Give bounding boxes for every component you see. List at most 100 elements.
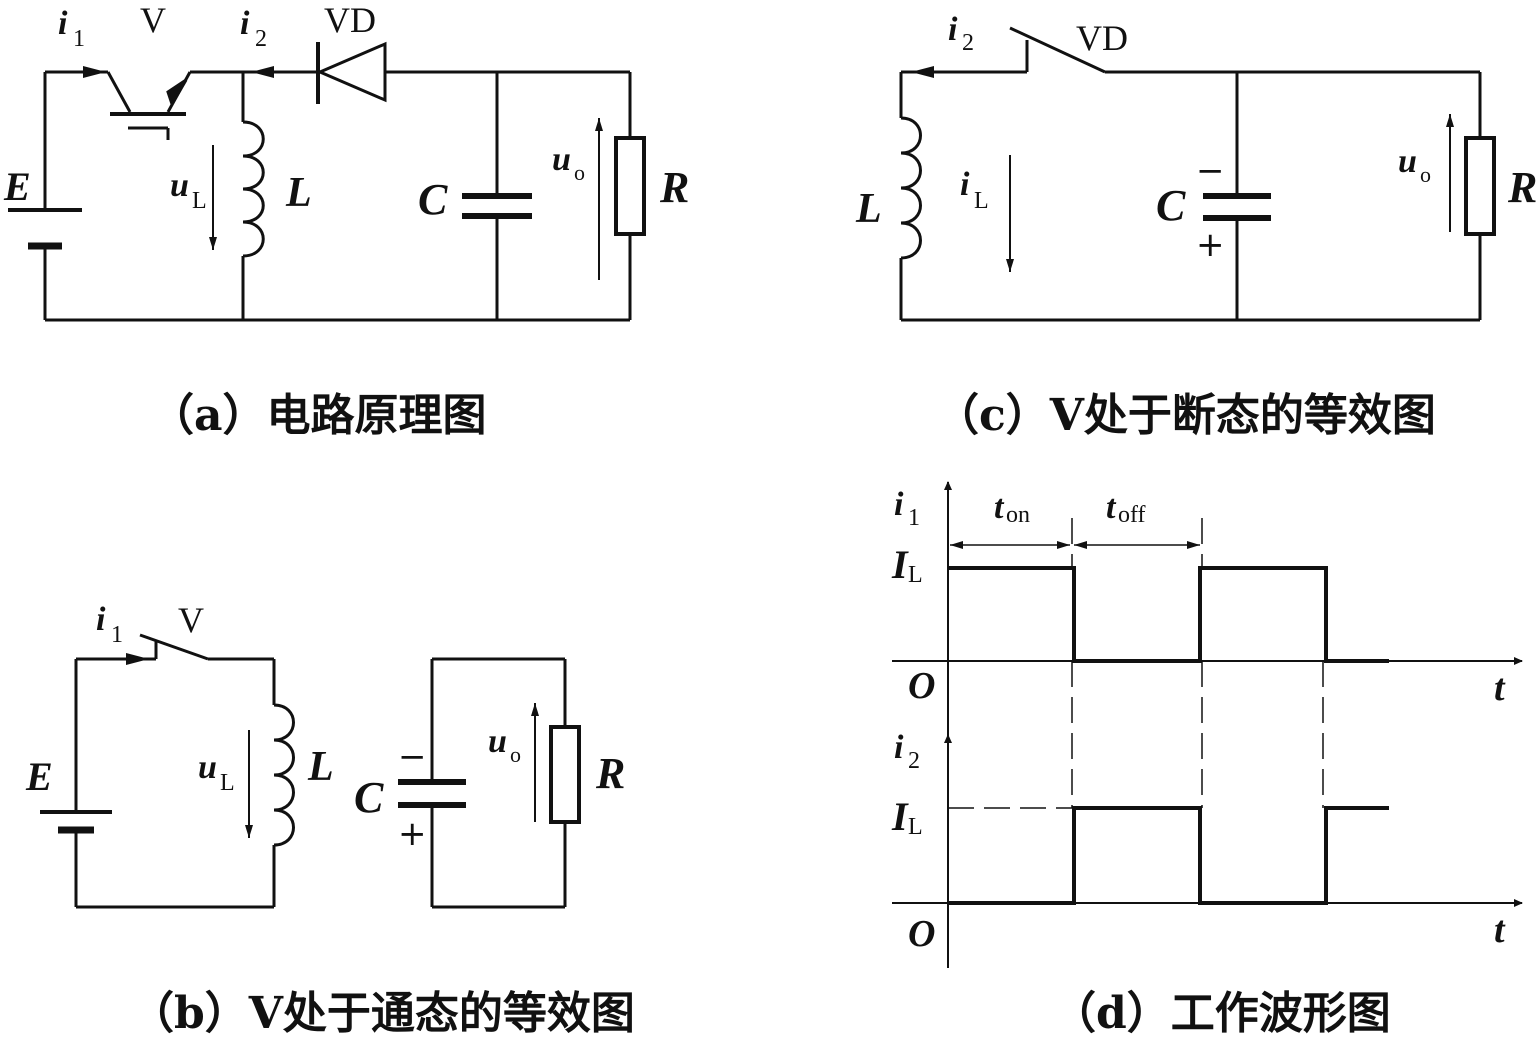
svg-text:2: 2 bbox=[962, 30, 974, 56]
panel-b-wires bbox=[74, 640, 567, 909]
svg-text:i: i bbox=[58, 5, 68, 42]
panel-c-C-label: C bbox=[1156, 181, 1186, 230]
svg-text:L: L bbox=[908, 562, 923, 588]
panel-a-wires bbox=[43, 70, 632, 322]
panel-a-C-label: C bbox=[418, 175, 448, 224]
bottom-IL-tick-label: I L bbox=[891, 794, 923, 840]
svg-text:I: I bbox=[891, 794, 909, 839]
svg-text:1: 1 bbox=[73, 26, 85, 52]
svg-text:t: t bbox=[1106, 489, 1117, 526]
svg-text:L: L bbox=[908, 814, 923, 840]
panel-a-i1-label: i 1 bbox=[58, 5, 85, 52]
panel-b-R-label: R bbox=[595, 749, 625, 798]
ton-label: t on bbox=[994, 489, 1030, 528]
panel-a-inductor bbox=[242, 120, 265, 258]
panel-b-uL-label: u L bbox=[198, 749, 235, 796]
top-t-label: t bbox=[1494, 667, 1506, 709]
svg-text:u: u bbox=[170, 167, 189, 204]
panel-a-i2-label: i 2 bbox=[240, 5, 267, 52]
panel-a-diode bbox=[316, 41, 387, 104]
panel-b-L-label: L bbox=[307, 744, 334, 790]
i1-waveform bbox=[948, 566, 1389, 663]
svg-text:I: I bbox=[891, 542, 909, 587]
panel-c-wires bbox=[899, 40, 1482, 322]
panel-b-C-label: C bbox=[354, 773, 384, 822]
panel-d-caption: （d）工作波形图 bbox=[1052, 988, 1391, 1038]
panel-a-resistor bbox=[614, 136, 646, 236]
panel-b-minus-sign: − bbox=[398, 737, 427, 777]
svg-text:u: u bbox=[552, 141, 571, 178]
panel-b-i1-label: i 1 bbox=[96, 601, 123, 648]
panel-a-circuit: E V VD i 1 i 2 u L L C u o R （a）电路原理图 bbox=[3, 0, 689, 441]
svg-text:i: i bbox=[948, 11, 958, 48]
svg-text:2: 2 bbox=[908, 748, 920, 774]
panel-b-resistor bbox=[549, 725, 581, 824]
panel-a-caption: （a）电路原理图 bbox=[150, 390, 487, 441]
dashed-guides bbox=[948, 518, 1324, 809]
svg-text:2: 2 bbox=[255, 26, 267, 52]
panel-c-caption: （c）V处于断态的等效图 bbox=[935, 390, 1436, 441]
svg-text:u: u bbox=[198, 749, 217, 786]
panel-c-capacitor bbox=[1203, 193, 1271, 221]
svg-text:o: o bbox=[510, 742, 521, 767]
panel-a-uo-label: u o bbox=[552, 141, 585, 185]
panel-c-circuit: VD i 2 L i L C − + u o R （c）V处于断态的等效图 bbox=[855, 11, 1536, 441]
svg-text:t: t bbox=[994, 489, 1005, 526]
bottom-y-label: i 2 bbox=[894, 729, 920, 774]
svg-text:on: on bbox=[1006, 502, 1030, 528]
svg-text:L: L bbox=[974, 188, 989, 214]
panel-c-L-label: L bbox=[855, 186, 882, 232]
panel-b-inductor bbox=[273, 703, 295, 847]
panel-a-battery bbox=[8, 208, 82, 250]
svg-text:i: i bbox=[894, 486, 904, 523]
panel-c-minus-sign: − bbox=[1196, 151, 1225, 191]
panel-c-R-label: R bbox=[1507, 163, 1536, 212]
svg-text:i: i bbox=[894, 729, 904, 766]
panel-a-capacitor bbox=[462, 193, 532, 219]
svg-text:off: off bbox=[1118, 502, 1146, 528]
svg-text:u: u bbox=[488, 723, 507, 760]
svg-text:1: 1 bbox=[111, 622, 123, 648]
top-origin-label: O bbox=[908, 665, 935, 707]
svg-text:o: o bbox=[574, 160, 585, 185]
panel-a-E-label: E bbox=[3, 164, 31, 209]
svg-text:L: L bbox=[220, 770, 235, 796]
panel-a-transistor bbox=[106, 71, 192, 140]
svg-text:i: i bbox=[960, 166, 970, 203]
panel-c-uo-label: u o bbox=[1398, 143, 1431, 187]
svg-text:i: i bbox=[240, 5, 250, 42]
svg-text:i: i bbox=[96, 601, 106, 638]
svg-text:L: L bbox=[192, 188, 207, 214]
panel-c-VD-label: VD bbox=[1076, 18, 1128, 58]
panel-b-battery bbox=[40, 810, 112, 834]
panel-d-waveforms: i 1 I L t on t off O t i 2 I L O t （d）工作… bbox=[891, 481, 1523, 1038]
bottom-t-label: t bbox=[1494, 909, 1506, 951]
top-IL-tick-label: I L bbox=[891, 542, 923, 588]
panel-c-iL-label: i L bbox=[960, 166, 989, 214]
svg-text:o: o bbox=[1420, 162, 1431, 187]
panel-c-switch bbox=[1009, 26, 1106, 74]
top-y-label: i 1 bbox=[894, 486, 920, 531]
panel-a-L-label: L bbox=[285, 170, 312, 216]
panel-c-inductor bbox=[900, 116, 922, 260]
svg-text:u: u bbox=[1398, 143, 1417, 180]
panel-a-uL-label: u L bbox=[170, 167, 207, 214]
panel-c-plus-sign: + bbox=[1196, 225, 1225, 265]
bottom-origin-label: O bbox=[908, 913, 935, 955]
i2-waveform bbox=[948, 806, 1389, 905]
panel-b-plus-sign: + bbox=[398, 814, 427, 854]
panel-b-caption: （b）V处于通态的等效图 bbox=[130, 988, 635, 1038]
panel-a-V-label: V bbox=[140, 0, 166, 40]
svg-text:1: 1 bbox=[908, 505, 920, 531]
panel-c-resistor bbox=[1464, 136, 1496, 236]
panel-b-switch bbox=[139, 633, 209, 661]
panel-c-i2-label: i 2 bbox=[948, 11, 974, 56]
panel-b-E-label: E bbox=[25, 754, 53, 799]
panel-b-V-label: V bbox=[178, 600, 204, 640]
panel-b-uo-label: u o bbox=[488, 723, 521, 767]
panel-b-circuit: E V i 1 u L L C − + u o R （b）V处于通态的等效图 bbox=[25, 600, 635, 1038]
toff-label: t off bbox=[1106, 489, 1146, 528]
panel-b-capacitor bbox=[398, 779, 466, 808]
panel-a-VD-label: VD bbox=[324, 0, 376, 40]
